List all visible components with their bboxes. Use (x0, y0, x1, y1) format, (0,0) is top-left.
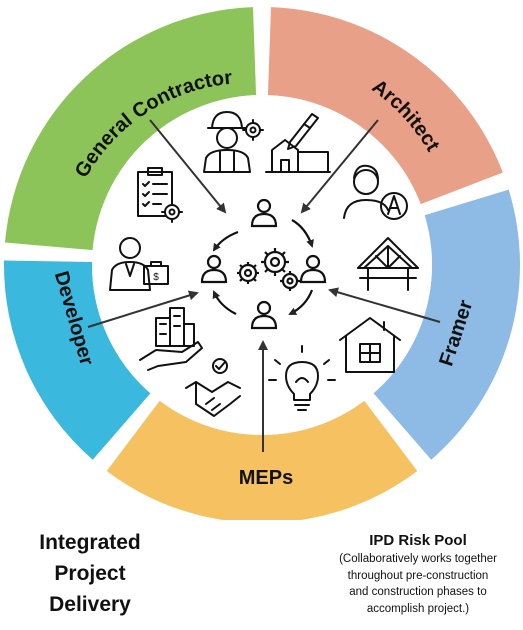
checklist-gear-icon (137, 167, 183, 223)
svg-text:$: $ (153, 272, 159, 283)
handshake-icon (185, 358, 241, 417)
gear-icon (280, 271, 300, 291)
ring-segment-architect (267, 7, 503, 205)
lightbulb-icon (268, 345, 336, 411)
gear-icon (261, 248, 289, 276)
house-icon (339, 317, 401, 373)
risk-pool-caption: IPD Risk Pool (Collaboratively works tog… (318, 531, 518, 617)
ring-segment-developer (3, 260, 151, 460)
ring-segment-meps (106, 400, 418, 520)
arrow-developer (87, 290, 199, 328)
person-bottom-icon (250, 300, 278, 330)
ipd-ring-diagram: General Contractor Architect Framer MEPs… (3, 7, 520, 520)
arrow-architect (300, 119, 379, 214)
caption-line: Integrated (39, 531, 141, 554)
arrow-general-contractor (149, 119, 227, 214)
ring-segment-framer (373, 189, 520, 460)
caption-line: Delivery (49, 593, 131, 616)
risk-pool-line: accomplish project.) (366, 602, 470, 615)
risk-pool-line: throughout pre-construction (347, 569, 489, 582)
person-left-icon (200, 254, 228, 284)
roof-truss-icon (357, 237, 419, 291)
arrow-framer (328, 287, 441, 323)
hand-buildings-icon (139, 307, 203, 371)
person-top-icon (250, 198, 278, 228)
construction-worker-icon (203, 111, 264, 173)
person-right-icon (299, 254, 327, 284)
risk-pool-title: IPD Risk Pool (369, 532, 467, 549)
businessman-icon: $ (109, 237, 169, 291)
ipd-caption: Integrated Project Delivery (10, 527, 170, 620)
segment-label-meps: MEPs (239, 467, 293, 489)
ring-segment-general-contractor (4, 7, 257, 251)
gear-icon (237, 262, 259, 284)
caption-line: Project (54, 562, 126, 585)
risk-pool-line: and construction phases to (349, 586, 487, 598)
architect-drawing-icon (265, 113, 331, 173)
risk-pool-line: (Collaboratively works together (339, 553, 497, 565)
team-gears-cycle-icon (200, 198, 327, 330)
architect-person-icon (343, 164, 408, 220)
